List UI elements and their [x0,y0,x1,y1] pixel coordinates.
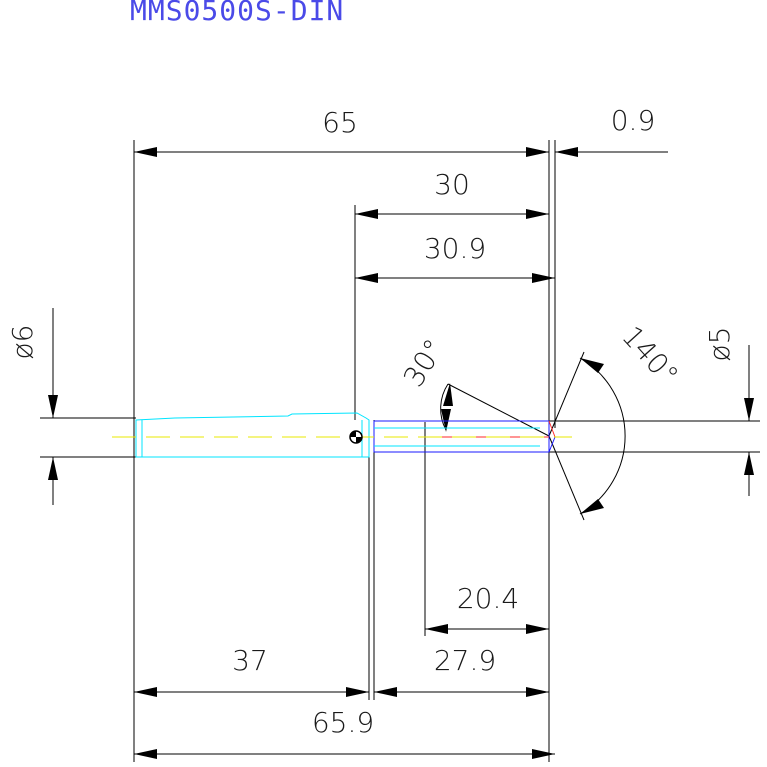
drawing-title: MMS0500S-DIN [130,0,345,27]
dim-label-30-deg: 30° [397,333,451,393]
center-mark-icon [349,430,363,444]
dim-tip-diameter: ø5 [703,327,754,496]
extension-lines [40,140,760,762]
dim-point-angle: 140° [548,320,685,521]
dim-flute-length: 30 [355,168,549,219]
dim-label-65-9: 65.9 [312,706,374,739]
dim-depth-b: 27.9 [374,644,549,697]
dim-overall-length: 65 [134,106,549,157]
dim-label-30: 30 [434,168,470,201]
dim-label-30-9: 30.9 [424,232,486,265]
dim-label-0-9: 0.9 [611,104,656,137]
dim-flute-length-total: 30.9 [355,232,555,283]
drill-shank [135,412,370,458]
dim-label-140-deg: 140° [615,320,685,392]
dim-label-37: 37 [232,644,268,677]
dim-label-20-4: 20.4 [457,582,519,615]
dim-label-d5: ø5 [703,327,736,362]
dim-shank-diameter: ø6 [6,308,58,505]
dim-shank-length: 37 [134,644,369,697]
dim-total-length: 65.9 [134,706,555,759]
dim-label-27-9: 27.9 [434,644,496,677]
dim-tip-offset: 0.9 [555,104,655,157]
dim-depth-a: 20.4 [425,582,549,634]
dim-label-65: 65 [322,106,358,139]
dim-label-d6: ø6 [6,325,39,360]
